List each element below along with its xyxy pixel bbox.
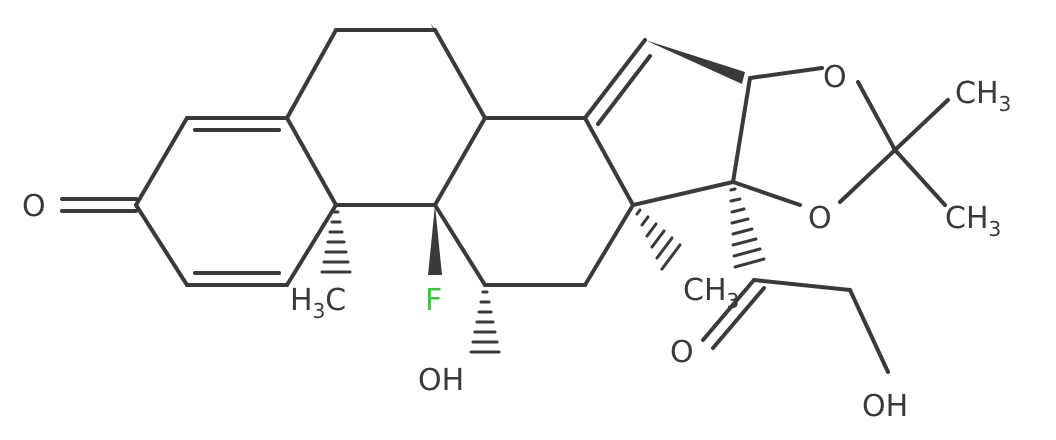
c10-methyl-label: H3C [290, 283, 346, 323]
ketone-oxygen-label: O [22, 189, 46, 224]
ring-b [285, 28, 487, 207]
ring-c [433, 116, 635, 287]
stereo-wedges [428, 23, 745, 275]
ring-a [134, 116, 338, 287]
ring-d [583, 38, 752, 207]
gem-methyl-bottom-label: CH3 [945, 201, 1001, 241]
hydroxyl-11-label: OH [418, 363, 464, 398]
ketone-group [60, 197, 138, 213]
stereo-hashes [320, 187, 766, 354]
fluorine-label: F [425, 283, 442, 318]
gem-methyl-top-label: CH3 [955, 76, 1011, 116]
c13-methyl-label: CH3 [683, 273, 739, 313]
dioxolane-ring [731, 66, 950, 207]
side-chain-hydroxyl-label: OH [862, 389, 908, 424]
dioxolane-oxygen-bottom-label: O [808, 201, 832, 236]
side-chain [701, 278, 890, 374]
dioxolane-oxygen-top-label: O [823, 60, 847, 95]
side-chain-carbonyl-oxygen-label: O [670, 335, 694, 370]
